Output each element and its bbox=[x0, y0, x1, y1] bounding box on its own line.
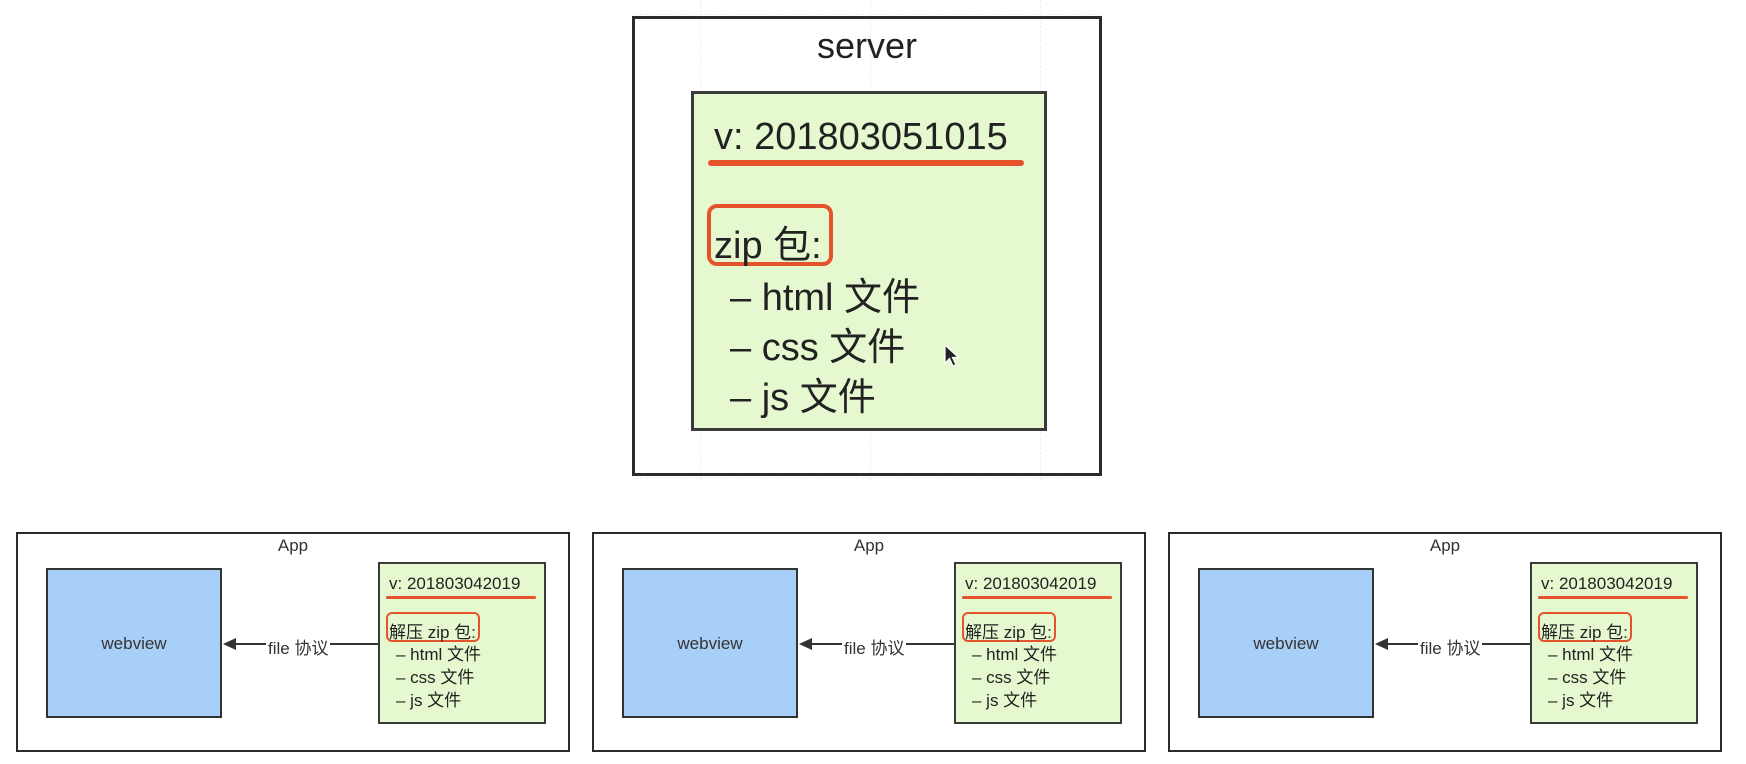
app-file-css: – css 文件 bbox=[972, 668, 1051, 687]
server-title: server bbox=[816, 25, 918, 66]
app-version-label: v: 201803042019 bbox=[1541, 574, 1673, 593]
server-package-card: v: 201803051015 zip 包: – html 文件 – css 文… bbox=[691, 91, 1047, 431]
server-version-label: v: 201803051015 bbox=[714, 116, 1008, 158]
app-package-card: v: 201803042019 解压 zip 包: – html 文件 – cs… bbox=[954, 562, 1122, 724]
app-title: App bbox=[277, 536, 309, 555]
file-protocol-label: file 协议 bbox=[266, 634, 331, 659]
app-zip-label: 解压 zip 包: bbox=[1541, 623, 1628, 642]
app-version-underline bbox=[386, 596, 536, 599]
app-package-card: v: 201803042019 解压 zip 包: – html 文件 – cs… bbox=[378, 562, 546, 724]
app-box-1: App webview file 协议 v: 201803042019 解压 z… bbox=[16, 532, 570, 752]
webview-box: webview bbox=[46, 568, 222, 718]
webview-label: webview bbox=[101, 634, 167, 653]
server-version-underline bbox=[708, 160, 1024, 166]
server-file-html: – html 文件 bbox=[730, 277, 921, 319]
app-file-js: – js 文件 bbox=[396, 691, 462, 710]
app-zip-highlight bbox=[1538, 612, 1632, 642]
file-protocol-label: file 协议 bbox=[842, 634, 907, 659]
app-file-html: – html 文件 bbox=[972, 645, 1058, 664]
mouse-pointer-icon bbox=[944, 344, 960, 367]
server-zip-label: zip 包: bbox=[714, 225, 822, 267]
app-version-label: v: 201803042019 bbox=[389, 574, 521, 593]
webview-box: webview bbox=[1198, 568, 1374, 718]
file-protocol-label: file 协议 bbox=[1418, 634, 1483, 659]
app-file-js: – js 文件 bbox=[1548, 691, 1614, 710]
webview-label: webview bbox=[1253, 634, 1319, 653]
app-version-label: v: 201803042019 bbox=[965, 574, 1097, 593]
app-file-html: – html 文件 bbox=[396, 645, 482, 664]
app-title: App bbox=[853, 536, 885, 555]
app-file-css: – css 文件 bbox=[396, 668, 475, 687]
app-file-html: – html 文件 bbox=[1548, 645, 1634, 664]
app-version-underline bbox=[1538, 596, 1688, 599]
app-file-css: – css 文件 bbox=[1548, 668, 1627, 687]
app-zip-highlight bbox=[386, 612, 480, 642]
app-zip-highlight bbox=[962, 612, 1056, 642]
app-zip-label: 解压 zip 包: bbox=[389, 623, 476, 642]
app-zip-label: 解压 zip 包: bbox=[965, 623, 1052, 642]
app-package-card: v: 201803042019 解压 zip 包: – html 文件 – cs… bbox=[1530, 562, 1698, 724]
grid-line bbox=[630, 14, 1100, 16]
server-file-js: – js 文件 bbox=[730, 377, 876, 419]
webview-box: webview bbox=[622, 568, 798, 718]
webview-label: webview bbox=[677, 634, 743, 653]
server-box: server v: 201803051015 zip 包: – html 文件 … bbox=[632, 16, 1102, 476]
app-version-underline bbox=[962, 596, 1112, 599]
app-title: App bbox=[1429, 536, 1461, 555]
grid-line bbox=[630, 478, 1100, 480]
app-box-3: App webview file 协议 v: 201803042019 解压 z… bbox=[1168, 532, 1722, 752]
server-zip-highlight bbox=[707, 204, 833, 266]
app-box-2: App webview file 协议 v: 201803042019 解压 z… bbox=[592, 532, 1146, 752]
app-file-js: – js 文件 bbox=[972, 691, 1038, 710]
server-file-css: – css 文件 bbox=[730, 327, 906, 369]
